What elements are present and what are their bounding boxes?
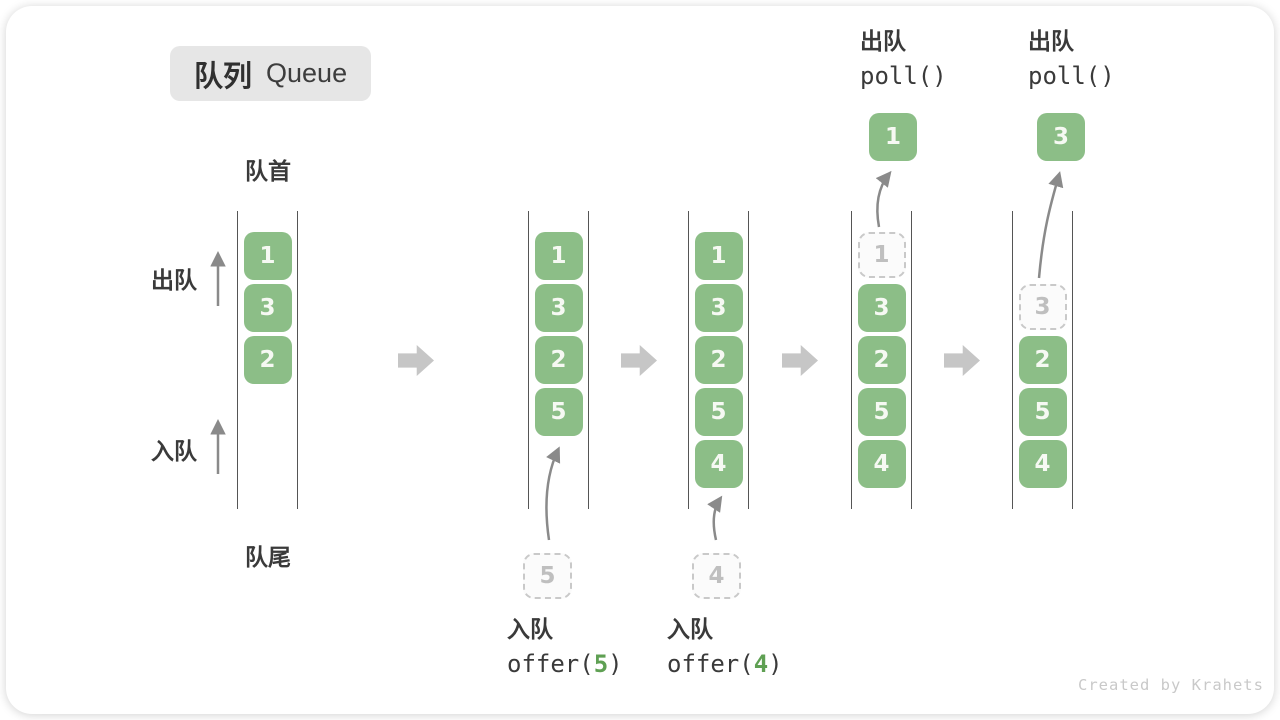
- queue-slot: 5: [694, 388, 743, 436]
- enqueue4-label: 入队: [667, 616, 713, 642]
- poll1-code: poll(): [860, 62, 947, 90]
- poll-result-box-1: 1: [869, 113, 917, 161]
- poll-result-box-3: 3: [1037, 113, 1085, 161]
- poll3-label: 出队: [1028, 28, 1074, 54]
- queue-slot-removed: 3: [1018, 284, 1067, 330]
- queue-slot: 3: [534, 284, 583, 332]
- enqueue4-annotation: 入队 offer(4): [667, 616, 783, 678]
- queue-slot: 4: [1018, 440, 1067, 488]
- queue-slot: 3: [243, 284, 292, 332]
- enqueue5-code: offer(5): [507, 650, 623, 678]
- poll1-annotation: 出队 poll(): [860, 28, 947, 90]
- poll3-annotation: 出队 poll(): [1028, 28, 1115, 90]
- enqueue5-label: 入队: [507, 616, 553, 642]
- queue-slot: 2: [534, 336, 583, 384]
- queue-slot: 1: [694, 232, 743, 280]
- queue-slot: 5: [1018, 388, 1067, 436]
- queue-front-label: 队首: [245, 158, 291, 184]
- poll3-code: poll(): [1028, 62, 1115, 90]
- pending-enqueue-box-4: 4: [692, 553, 741, 599]
- queue-slot: 3: [857, 284, 906, 332]
- title-badge: 队列 Queue: [170, 46, 372, 101]
- queue-slot-removed: 1: [857, 232, 906, 278]
- queue-slot: 1: [243, 232, 292, 280]
- dequeue-side-label: 出队: [151, 267, 197, 293]
- queue-slot: 2: [857, 336, 906, 384]
- queue-slot: 5: [534, 388, 583, 436]
- enqueue-side-label: 入队: [151, 438, 197, 464]
- pending-enqueue-box-5: 5: [523, 553, 572, 599]
- title-zh: 队列: [194, 60, 253, 93]
- poll1-label: 出队: [860, 28, 906, 54]
- queue-slot: 4: [857, 440, 906, 488]
- queue-rear-label: 队尾: [245, 544, 291, 570]
- queue-slot: 5: [857, 388, 906, 436]
- title-en: Queue: [266, 58, 348, 88]
- queue-slot: 3: [694, 284, 743, 332]
- enqueue5-annotation: 入队 offer(5): [507, 616, 623, 678]
- queue-slot: 1: [534, 232, 583, 280]
- queue-slot: 2: [243, 336, 292, 384]
- queue-slot: 2: [694, 336, 743, 384]
- enqueue4-code: offer(4): [667, 650, 783, 678]
- queue-slot: 2: [1018, 336, 1067, 384]
- queue-slot: 4: [694, 440, 743, 488]
- watermark: Created by Krahets: [1078, 676, 1264, 694]
